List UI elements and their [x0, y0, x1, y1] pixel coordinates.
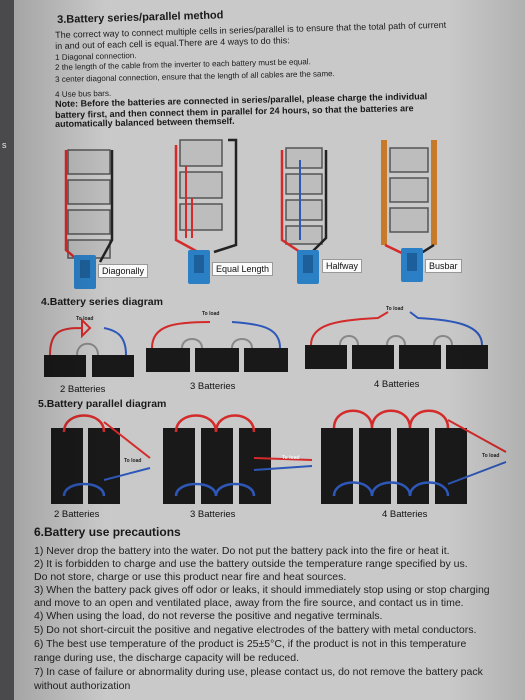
connection-methods-diagram	[64, 138, 437, 263]
parallel-label-4: 4 Batteries	[382, 509, 428, 520]
equal-length-battery-stack	[174, 138, 238, 254]
inverter-icon	[401, 248, 423, 282]
label-busbar: Busbar	[425, 259, 462, 273]
section5-title: 5.Battery parallel diagram	[38, 398, 167, 410]
halfway-battery-stack	[280, 147, 328, 254]
precaution-7b: without authorization	[34, 680, 131, 692]
series-diagram	[44, 311, 488, 377]
precaution-1: 1) Never drop the battery into the water…	[34, 545, 450, 557]
precaution-6a: 6) The best use temperature of the produ…	[34, 638, 467, 650]
previous-page-edge: s	[0, 0, 16, 700]
series-label-2: 2 Batteries	[60, 384, 106, 395]
precaution-6b: range during use, the discharge capacity…	[34, 652, 299, 664]
section4-title: 4.Battery series diagram	[41, 296, 163, 308]
series-label-3: 3 Batteries	[190, 381, 236, 392]
busbar-battery-stack	[381, 140, 437, 257]
precaution-2a: 2) It is forbidden to charge and use the…	[34, 558, 468, 570]
label-halfway: Halfway	[322, 259, 363, 273]
parallel-diagram	[51, 409, 507, 504]
section6-title: 6.Battery use precautions	[34, 525, 181, 539]
inverter-icon	[297, 250, 319, 284]
label-diagonally: Diagonally	[98, 264, 149, 278]
parallel-to-load-2: To load	[124, 458, 142, 464]
series-to-load-3: To load	[202, 311, 220, 317]
precaution-3b: and move to an open and ventilated place…	[34, 597, 464, 609]
label-equal-length: Equal Length	[212, 262, 274, 276]
inverter-icon	[74, 255, 96, 289]
inverter-icon	[188, 250, 210, 284]
precaution-3a: 3) When the battery pack gives off odor …	[34, 584, 490, 596]
parallel-to-load-4: To load	[482, 453, 500, 459]
precaution-7a: 7) In case of failure or abnormality dur…	[34, 666, 483, 678]
precaution-2b: Do not store, charge or use this product…	[34, 571, 347, 583]
parallel-label-2: 2 Batteries	[54, 509, 100, 520]
parallel-label-3: 3 Batteries	[190, 509, 236, 520]
diagonal-battery-stack	[64, 149, 114, 263]
series-label-4: 4 Batteries	[374, 379, 420, 390]
parallel-to-load-3: To load	[282, 455, 300, 461]
precaution-4: 4) When using the load, do not reverse t…	[34, 610, 383, 622]
series-to-load-2: To load	[76, 316, 94, 322]
precaution-5: 5) Do not short-circuit the positive and…	[34, 624, 477, 636]
series-to-load-4: To load	[386, 306, 404, 312]
previous-page-letter: s	[2, 140, 7, 150]
